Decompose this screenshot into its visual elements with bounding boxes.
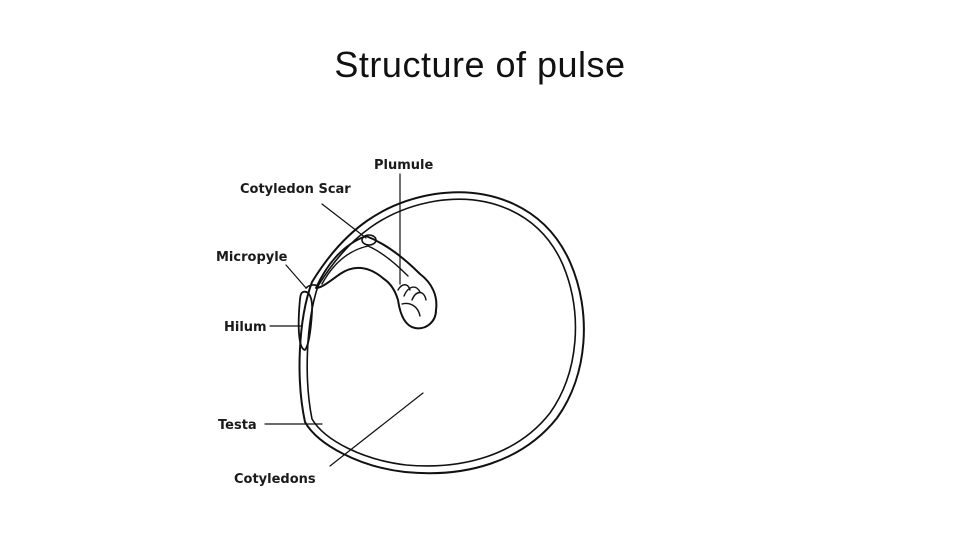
hilum-shape [297,290,314,351]
label-cotyledon-scar: Cotyledon Scar [240,182,351,197]
label-testa: Testa [218,418,257,433]
cotyledons-leader [329,392,424,467]
embryo-inner-line [321,245,409,285]
label-cotyledons: Cotyledons [234,472,316,487]
cotyledon-scar-shape [361,234,377,246]
cotyledon-scar-leader [321,203,367,239]
plumule-leaflets [397,284,427,317]
micropyle-leader [285,264,307,289]
label-micropyle: Micropyle [216,250,288,265]
slide-title: Structure of pulse [334,44,626,85]
label-hilum: Hilum [224,320,267,335]
label-plumule: Plumule [374,158,433,173]
seed-coat-inner [306,198,577,467]
seed-coat-outer [298,191,585,475]
